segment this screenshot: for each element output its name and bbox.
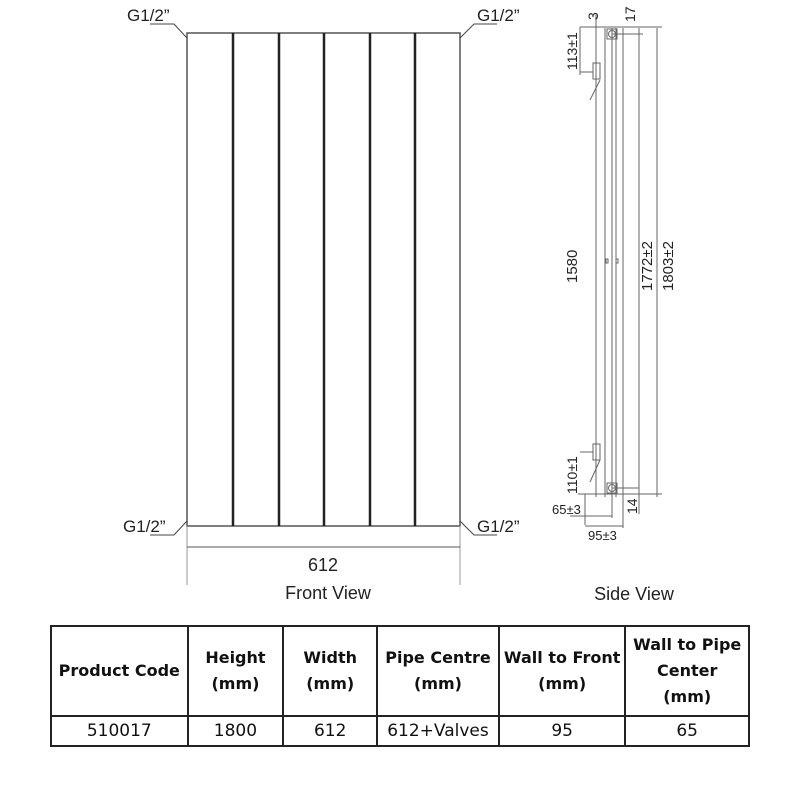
leader-top-left (150, 23, 188, 39)
dim-bracket-span: 1580 (564, 250, 581, 283)
dim-top-pipe: 17 (622, 6, 638, 22)
cell-wall-to-front: 95 (497, 715, 627, 747)
spec-table: Product Code Height(mm) Width(mm) Pipe C… (50, 625, 750, 747)
connection-label-top-right: G1/2” (477, 6, 520, 25)
cell-pipe-centre: 612+Valves (376, 715, 500, 747)
dim-inner-height: 1772±2 (639, 241, 656, 291)
connection-label-top-left: G1/2” (127, 6, 170, 25)
dim-wall-to-front: 95±3 (588, 528, 617, 543)
side-view-title: Side View (594, 584, 675, 604)
table-header-row: Product Code Height(mm) Width(mm) Pipe C… (50, 625, 750, 717)
technical-drawing: G1/2” G1/2” G1/2” G1/2” 612 Front View (123, 6, 677, 604)
dim-overall-height: 1803±2 (660, 241, 677, 291)
cell-width: 612 (282, 715, 379, 747)
leader-bottom-left (150, 520, 188, 536)
dim-top-gap: 3 (585, 12, 601, 20)
leader-top-right (459, 23, 497, 39)
side-view-labels: 3 17 113±1 1580 1772±2 1803±2 110±1 14 6… (552, 6, 677, 604)
cell-wall-to-pipe-center: 65 (624, 715, 750, 747)
dim-bottom-bracket: 110±1 (564, 456, 580, 494)
header-product-code: Product Code (50, 625, 189, 717)
cell-height: 1800 (186, 715, 285, 747)
connection-label-bottom-right: G1/2” (477, 517, 520, 536)
leader-bottom-right (459, 520, 497, 536)
header-pipe-centre: Pipe Centre(mm) (376, 625, 500, 717)
header-wall-to-front: Wall to Front(mm) (497, 625, 627, 717)
front-view-title: Front View (285, 583, 372, 603)
width-dimension-label: 612 (308, 555, 338, 575)
cell-product-code: 510017 (50, 715, 189, 747)
header-height: Height(mm) (186, 625, 285, 717)
dim-top-bracket: 113±1 (564, 32, 580, 70)
header-width: Width(mm) (282, 625, 379, 717)
dim-wall-to-pipe: 65±3 (552, 502, 581, 517)
dim-bottom-pipe: 14 (624, 498, 640, 514)
side-view (570, 15, 662, 528)
connection-label-bottom-left: G1/2” (123, 517, 166, 536)
table-row: 510017 1800 612 612+Valves 95 65 (50, 715, 750, 747)
front-view: G1/2” G1/2” G1/2” G1/2” 612 Front View (123, 6, 520, 603)
